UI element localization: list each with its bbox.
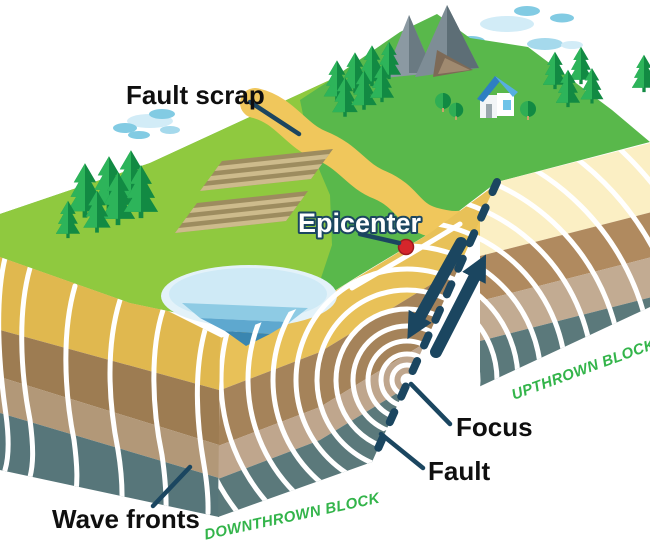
epicenter-dot [397, 238, 415, 256]
fault-label: Fault [428, 456, 490, 486]
upthrown-motion-arrow [430, 254, 487, 358]
fault-pointer [378, 431, 426, 471]
plowed-fields [175, 149, 333, 233]
fault-scrap-label: Fault scrap [126, 80, 265, 110]
fault-dashed-line [368, 178, 501, 466]
wave-fronts-label: Wave fronts [52, 504, 200, 534]
house [477, 76, 518, 118]
cloud-left [113, 109, 180, 139]
fault-scrap-pointer [247, 99, 302, 137]
pointer-lines [150, 99, 453, 509]
surface-wave-arc [349, 221, 463, 291]
epicenter-label: Epicenter [298, 208, 422, 238]
cut-face-upthrown-strata [480, 143, 650, 433]
relative-motion-arrows [407, 237, 487, 358]
downthrown-motion-arrow [407, 237, 467, 340]
wave-fronts-pointer [150, 464, 193, 509]
lake [161, 265, 337, 346]
focus-pointer [408, 381, 453, 427]
focus-label: Focus [456, 412, 533, 442]
epicenter-pointer [357, 231, 402, 246]
wave-fronts-front-face [0, 257, 211, 516]
